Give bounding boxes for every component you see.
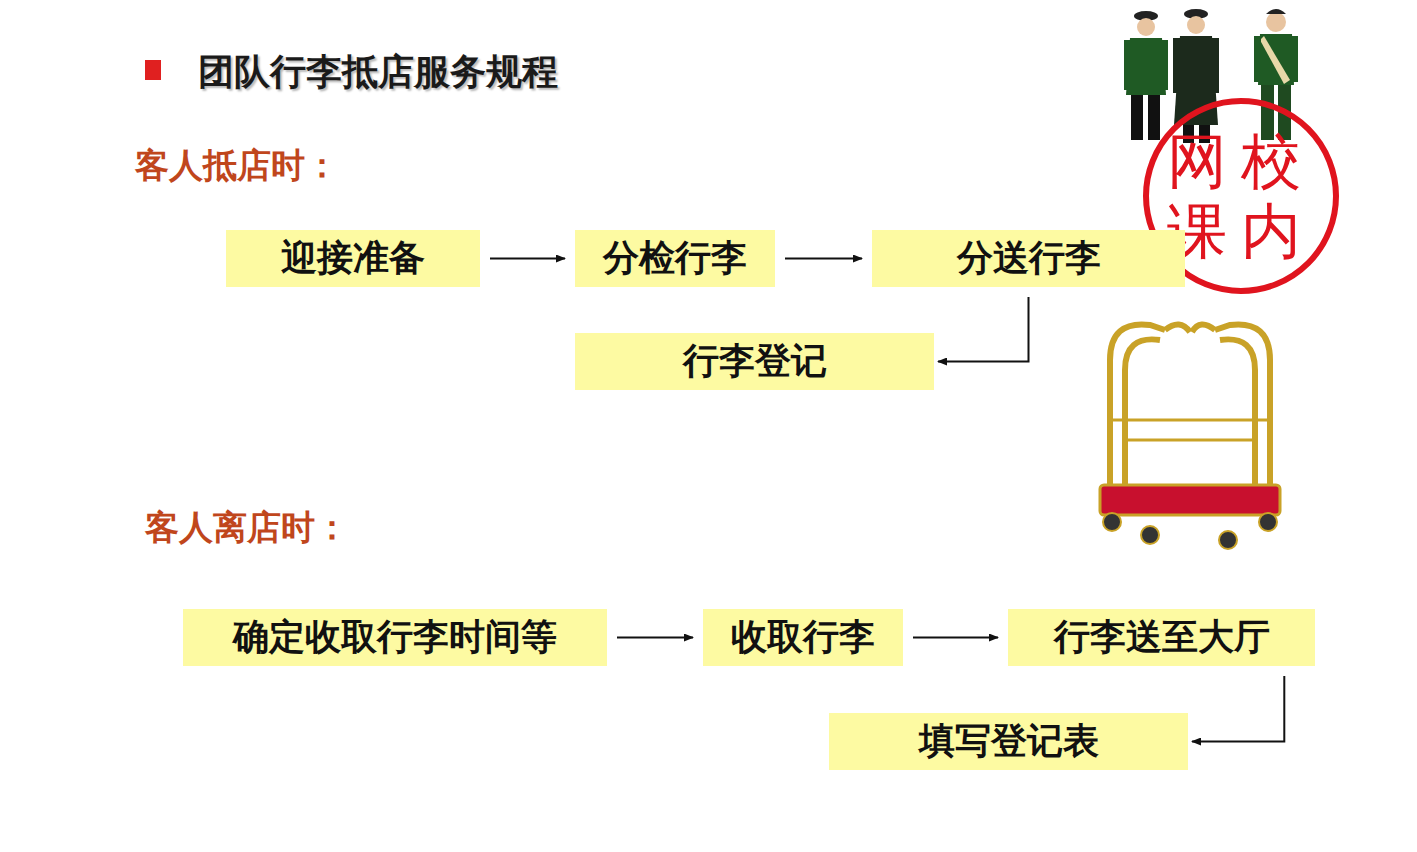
section-heading: 客人抵店时： — [135, 143, 339, 189]
watermark-text: 网校 — [1141, 122, 1341, 203]
box-label: 填写登记表 — [919, 717, 1099, 766]
process-box: 填写登记表 — [829, 713, 1188, 770]
bullet-square — [145, 60, 161, 80]
process-box: 分检行李 — [575, 230, 775, 287]
process-box: 迎接准备 — [226, 230, 480, 287]
flow-arrow — [1192, 676, 1284, 742]
box-label: 确定收取行李时间等 — [233, 613, 557, 662]
process-box: 分送行李 — [872, 230, 1185, 287]
diagram-title: 团队行李抵店服务规程 — [198, 48, 558, 97]
flow-arrow — [490, 258, 565, 260]
process-box: 确定收取行李时间等 — [183, 609, 607, 666]
process-box: 行李登记 — [575, 333, 934, 390]
flow-arrow — [938, 297, 1029, 362]
section-heading: 客人离店时： — [145, 505, 349, 551]
box-label: 行李登记 — [683, 337, 827, 386]
staff-figures — [1124, 9, 1298, 143]
box-label: 分检行李 — [603, 234, 747, 283]
luggage-cart — [1110, 324, 1270, 500]
process-box: 收取行李 — [703, 609, 903, 666]
box-label: 分送行李 — [957, 234, 1101, 283]
box-label: 行李送至大厅 — [1054, 613, 1270, 662]
flow-arrow — [785, 258, 862, 260]
flow-arrow — [913, 637, 998, 639]
box-label: 迎接准备 — [281, 234, 425, 283]
cart-base — [1100, 485, 1280, 515]
cart-wheels — [1103, 513, 1277, 549]
flow-arrow — [617, 637, 693, 639]
box-label: 收取行李 — [731, 613, 875, 662]
process-box: 行李送至大厅 — [1008, 609, 1315, 666]
